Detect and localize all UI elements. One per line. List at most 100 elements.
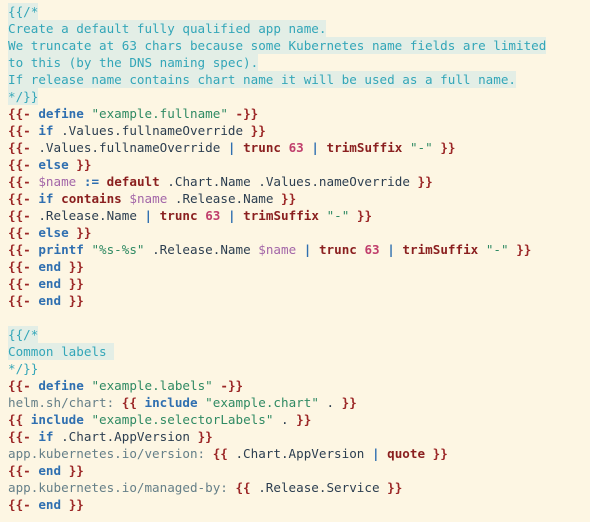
code-token-op: := <box>83 174 100 189</box>
code-token-op: | <box>311 140 319 155</box>
code-line[interactable]: {{- end }} <box>0 292 590 309</box>
code-line[interactable]: app.kubernetes.io/version: {{ .Chart.App… <box>0 445 590 462</box>
code-line[interactable]: {{- if .Chart.AppVersion }} <box>0 428 590 445</box>
code-line[interactable]: We truncate at 63 chars because some Kub… <box>0 37 590 54</box>
code-token-keyword: if <box>38 123 54 138</box>
code-token-brace: -}} <box>220 378 244 393</box>
code-token-plain: . <box>318 395 342 410</box>
code-token-var: $name <box>38 174 77 189</box>
code-line[interactable]: {{- else }} <box>0 156 590 173</box>
code-token-brace: {{- <box>8 429 31 444</box>
code-line[interactable]: {{- if contains $name .Release.Name }} <box>0 190 590 207</box>
code-line[interactable]: helm.sh/chart: {{ include "example.chart… <box>0 394 590 411</box>
code-token-func: trimSuffix <box>243 208 319 223</box>
code-line[interactable]: {{- end }} <box>0 258 590 275</box>
code-token-plain <box>425 446 433 461</box>
code-token-plain <box>319 140 327 155</box>
code-token-var: $name <box>129 191 168 206</box>
code-line[interactable]: {{/* <box>0 3 590 20</box>
code-token-number: 63 <box>205 208 221 223</box>
code-token-brace: {{- <box>8 242 31 257</box>
code-token-brace: }} <box>250 123 266 138</box>
code-token-brace: {{ <box>235 480 251 495</box>
code-line[interactable]: {{- end }} <box>0 462 590 479</box>
code-token-plain <box>61 463 69 478</box>
code-token-brace: {{- <box>8 157 31 172</box>
code-line[interactable]: {{- printf "%s-%s" .Release.Name $name |… <box>0 241 590 258</box>
code-token-comment: */}} <box>8 361 39 376</box>
code-token-brace: {{- <box>8 191 31 206</box>
code-line[interactable]: {{- else }} <box>0 224 590 241</box>
code-token-plain: .Values.fullnameOverride <box>53 123 251 138</box>
code-token-func: trimSuffix <box>326 140 403 155</box>
code-token-func: quote <box>387 446 426 461</box>
code-line[interactable]: {{- end }} <box>0 275 590 292</box>
code-line[interactable]: */}} <box>0 88 590 105</box>
code-token-brace: }} <box>68 497 84 512</box>
code-line[interactable]: Create a default fully qualified app nam… <box>0 20 590 37</box>
code-line[interactable]: If release name contains chart name it w… <box>0 71 590 88</box>
code-token-plain <box>349 208 357 223</box>
code-token-brace: }} <box>76 157 92 172</box>
code-token-brace: }} <box>68 463 84 478</box>
code-token-plain <box>402 140 410 155</box>
code-token-comment: to this (by the DNS naming spec). <box>8 54 259 71</box>
code-line[interactable]: Common labels <box>0 343 590 360</box>
code-token-brace: {{- <box>8 208 31 223</box>
code-token-func: trimSuffix <box>402 242 479 257</box>
code-token-brace: }} <box>341 395 357 410</box>
code-token-plain <box>478 242 486 257</box>
code-line[interactable]: {{- define "example.fullname" -}} <box>0 105 590 122</box>
code-token-string: "example.selectorLabels" <box>91 412 274 427</box>
code-token-plain <box>76 174 84 189</box>
code-token-string: "-" <box>326 208 350 223</box>
code-line[interactable]: app.kubernetes.io/managed-by: {{ .Releas… <box>0 479 590 496</box>
code-token-plain: .Release.Name <box>144 242 259 257</box>
code-line[interactable]: {{- .Values.fullnameOverride | trunc 63 … <box>0 139 590 156</box>
code-token-comment: {{/* <box>8 3 39 20</box>
code-token-comment: We truncate at 63 chars because some Kub… <box>8 37 547 54</box>
code-token-plain <box>236 208 244 223</box>
code-line[interactable]: {{- .Release.Name | trunc 63 | trimSuffi… <box>0 207 590 224</box>
code-token-op: | <box>303 242 312 257</box>
code-token-plain: .Release.Name <box>167 191 282 206</box>
code-line[interactable]: {{- define "example.labels" -}} <box>0 377 590 394</box>
code-line[interactable]: {{- if .Values.fullnameOverride }} <box>0 122 590 139</box>
code-token-comment: */}} <box>8 88 39 105</box>
code-token-brace: -}} <box>235 106 259 121</box>
code-line[interactable]: to this (by the DNS naming spec). <box>0 54 590 71</box>
code-token-comment: Create a default fully qualified app nam… <box>8 20 327 37</box>
code-token-comment: {{/* <box>8 326 39 343</box>
code-token-brace: {{- <box>8 140 31 155</box>
code-line[interactable]: {{ include "example.selectorLabels" . }} <box>0 411 590 428</box>
code-token-op: | <box>227 140 236 155</box>
code-token-text: app.kubernetes.io/managed-by: <box>8 480 236 495</box>
code-line[interactable] <box>0 309 590 326</box>
code-token-brace: {{ <box>212 446 228 461</box>
code-line[interactable]: {{- end }} <box>0 496 590 513</box>
code-token-comment: Common labels <box>8 343 115 360</box>
code-token-op: | <box>387 242 395 257</box>
code-token-brace: {{- <box>8 378 31 393</box>
code-token-plain <box>61 259 69 274</box>
code-token-plain <box>23 412 31 427</box>
code-token-plain: .Chart.AppVersion <box>227 446 372 461</box>
code-token-plain <box>319 208 327 223</box>
code-line[interactable]: {{/* <box>0 326 590 343</box>
code-token-func: contains <box>61 191 122 206</box>
code-token-brace: }} <box>440 140 456 155</box>
code-token-brace: {{- <box>8 225 31 240</box>
code-token-keyword: end <box>38 497 62 512</box>
code-token-keyword: end <box>38 463 62 478</box>
code-line[interactable]: {{- $name := default .Chart.Name .Values… <box>0 173 590 190</box>
code-token-brace: {{- <box>8 497 31 512</box>
code-token-plain <box>152 208 160 223</box>
code-token-brace: {{ <box>8 412 24 427</box>
code-token-brace: }} <box>76 225 92 240</box>
code-token-text: app.kubernetes.io/version: <box>8 446 213 461</box>
code-token-keyword: end <box>38 276 62 291</box>
code-token-brace: }} <box>68 259 84 274</box>
code-token-plain <box>61 276 69 291</box>
code-line[interactable]: */}} <box>0 360 590 377</box>
